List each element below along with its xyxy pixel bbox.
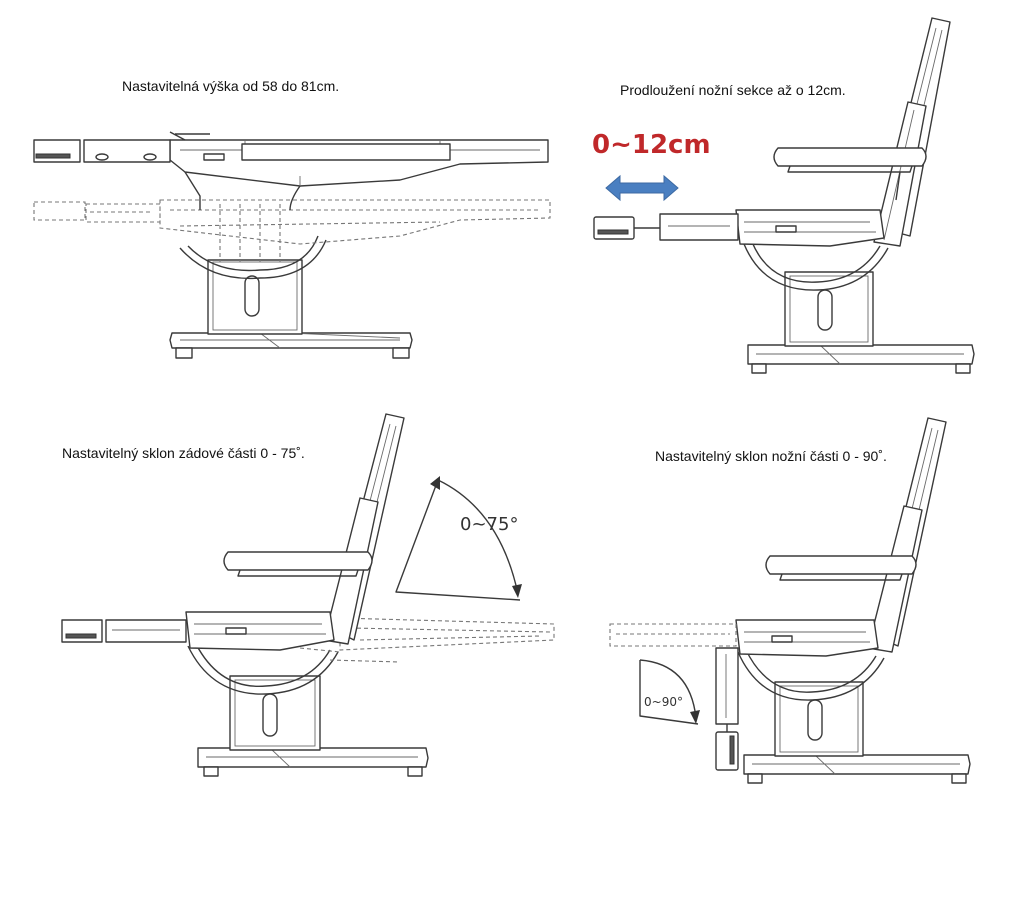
extended-foot-section	[659, 213, 739, 241]
legrest-caption: Nastavitelný sklon nožní části 0 - 90˚.	[655, 448, 887, 464]
lowered-foot-section	[715, 647, 739, 725]
reclined-backrest-outline	[339, 617, 555, 651]
extension-double-arrow	[605, 174, 679, 202]
base-foot-right	[392, 347, 410, 359]
foot-section	[105, 619, 187, 643]
lowered-seat-outline	[33, 199, 551, 245]
armrest	[223, 551, 373, 571]
backrest-caption: Nastavitelný sklon zádové části 0 - 75˚.	[62, 445, 305, 461]
chair-base	[743, 754, 971, 775]
backrest-angle-label: 0~75°	[460, 514, 518, 535]
seat	[735, 619, 879, 657]
horizontal-leg-outline	[609, 623, 737, 647]
armrest	[765, 555, 917, 575]
seat	[185, 611, 335, 651]
column-window	[244, 275, 260, 317]
legrest-angle-label: 0~90°	[644, 695, 683, 709]
chair-base	[169, 332, 413, 349]
extension-caption: Prodloužení nožní sekce až o 12cm.	[620, 82, 846, 98]
extension-range-label: 0~12cm	[592, 130, 711, 160]
seat	[735, 209, 885, 247]
lowered-foot-pad	[715, 731, 739, 771]
height-caption: Nastavitelná výška od 58 do 81cm.	[122, 78, 340, 94]
armrest	[773, 147, 927, 167]
legrest-angle-indicator: 0~90°	[639, 659, 700, 725]
chair-base	[197, 747, 429, 768]
chair-base	[747, 344, 975, 365]
backrest-angle-indicator: 0~75°	[395, 476, 522, 601]
base-foot-left	[175, 347, 193, 359]
